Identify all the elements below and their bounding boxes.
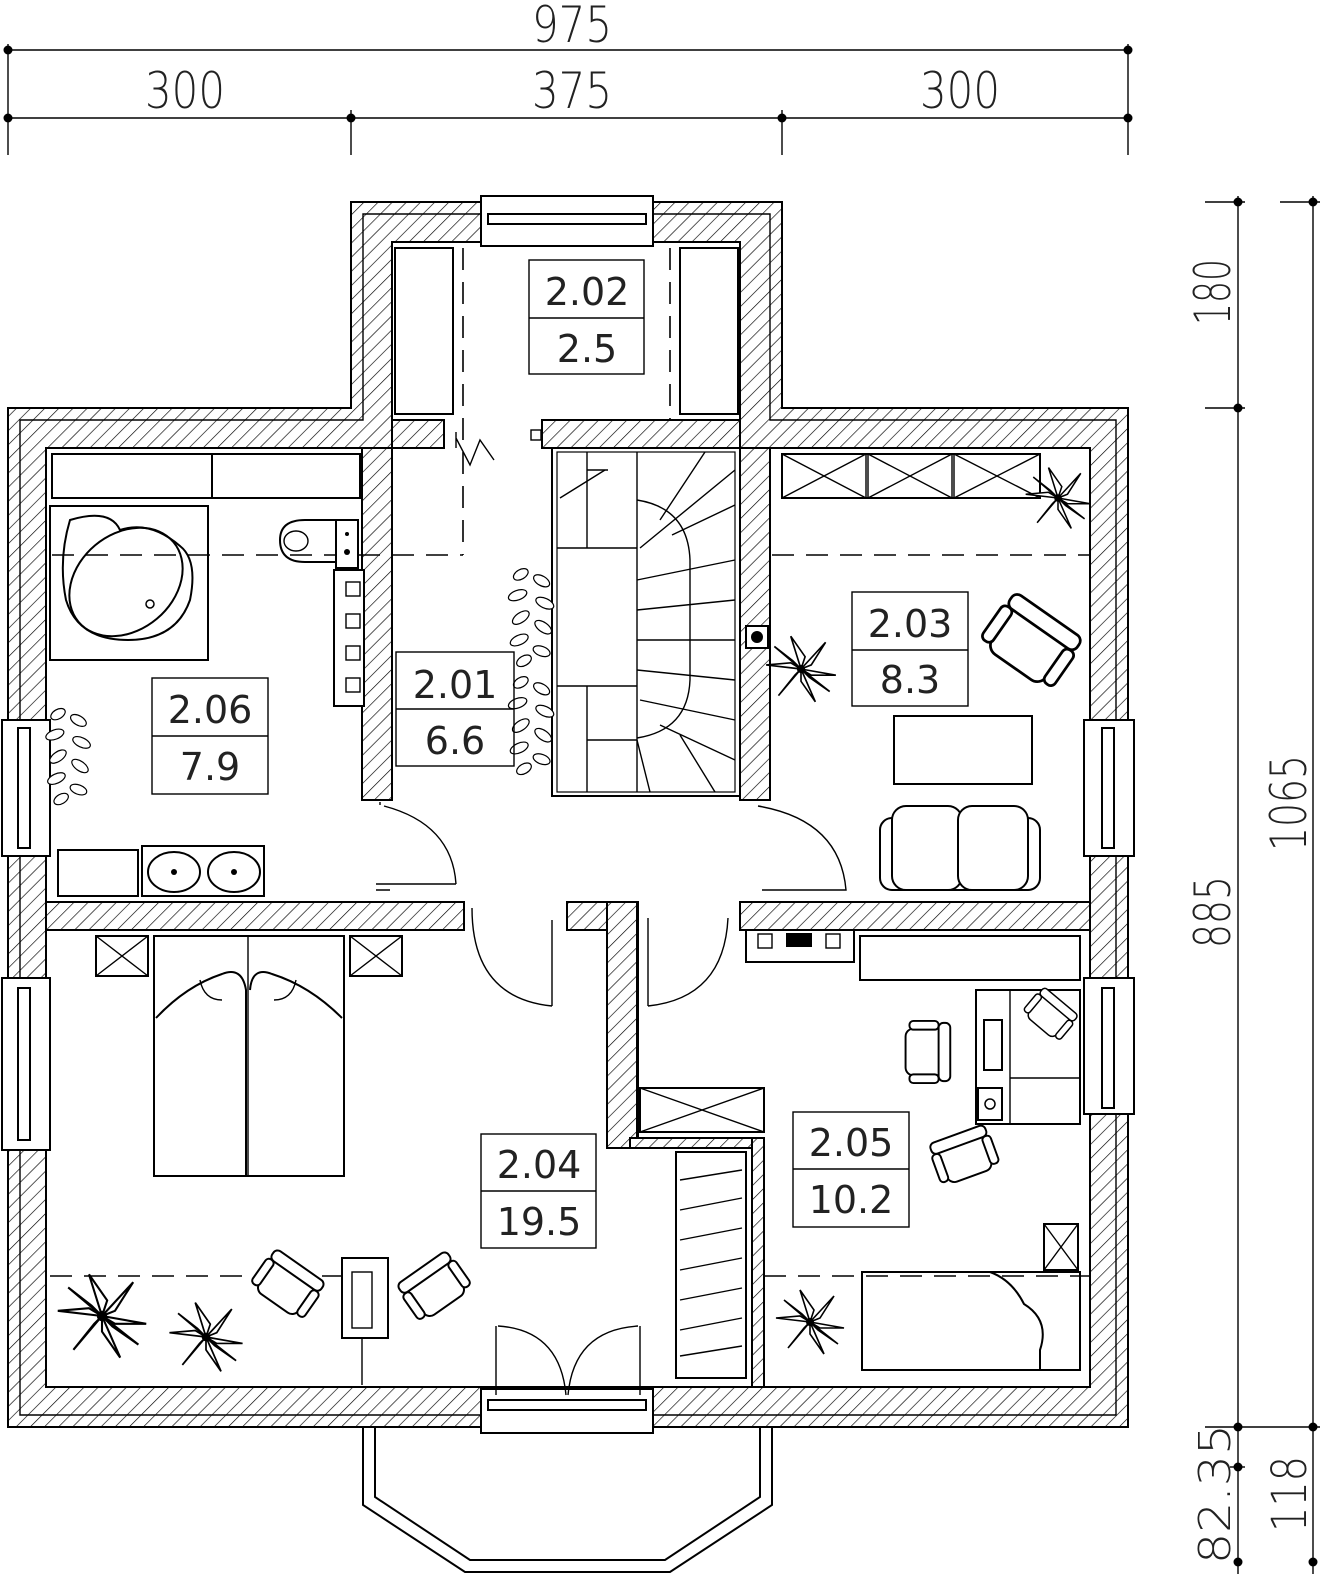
room-area-bedroom: 19.5 (497, 1200, 582, 1244)
room-number-study: 2.03 (868, 602, 953, 646)
dim-right-top: 180 (1184, 259, 1242, 325)
room-label-hall: 2.01 6.6 (395, 651, 515, 767)
office-furniture (745, 929, 1090, 1371)
room-area-office: 10.2 (809, 1178, 894, 1222)
dim-right-main: 885 (1184, 876, 1242, 948)
windows (1, 195, 1135, 1434)
room-number-office: 2.05 (809, 1121, 894, 1165)
study-furniture (745, 453, 1090, 891)
dim-right-bottom-a: 82.35 (1190, 1424, 1241, 1564)
room-label-bedroom: 2.04 19.5 (480, 1133, 597, 1249)
dim-middle-width: 375 (532, 62, 612, 120)
room-label-storage: 2.02 2.5 (528, 259, 645, 375)
top-dimension-lines (3, 44, 1133, 155)
dim-right-width: 300 (920, 62, 1000, 120)
dim-right-total: 1065 (1260, 755, 1318, 851)
dim-total-width: 975 (532, 0, 612, 54)
dim-left-width: 300 (145, 62, 225, 120)
room-label-bathroom: 2.06 7.9 (151, 677, 269, 795)
room-number-bedroom: 2.04 (497, 1143, 582, 1187)
room-area-study: 8.3 (880, 658, 940, 702)
room-label-office: 2.05 10.2 (792, 1111, 910, 1228)
room-number-hall: 2.01 (413, 663, 498, 707)
right-dimension-lines (1205, 196, 1320, 1574)
doors (376, 802, 847, 1396)
room-area-storage: 2.5 (557, 327, 617, 371)
dim-right-bottom-b: 118 (1262, 1456, 1318, 1532)
room-number-bathroom: 2.06 (168, 688, 253, 732)
balcony (362, 1427, 773, 1573)
room-area-bathroom: 7.9 (180, 745, 240, 789)
room-number-storage: 2.02 (545, 270, 630, 314)
room-area-hall: 6.6 (425, 719, 485, 763)
room-label-study: 2.03 8.3 (851, 591, 969, 707)
staircase (551, 447, 741, 797)
bathroom-fixtures (49, 453, 463, 897)
bedroom-furniture (50, 935, 765, 1385)
